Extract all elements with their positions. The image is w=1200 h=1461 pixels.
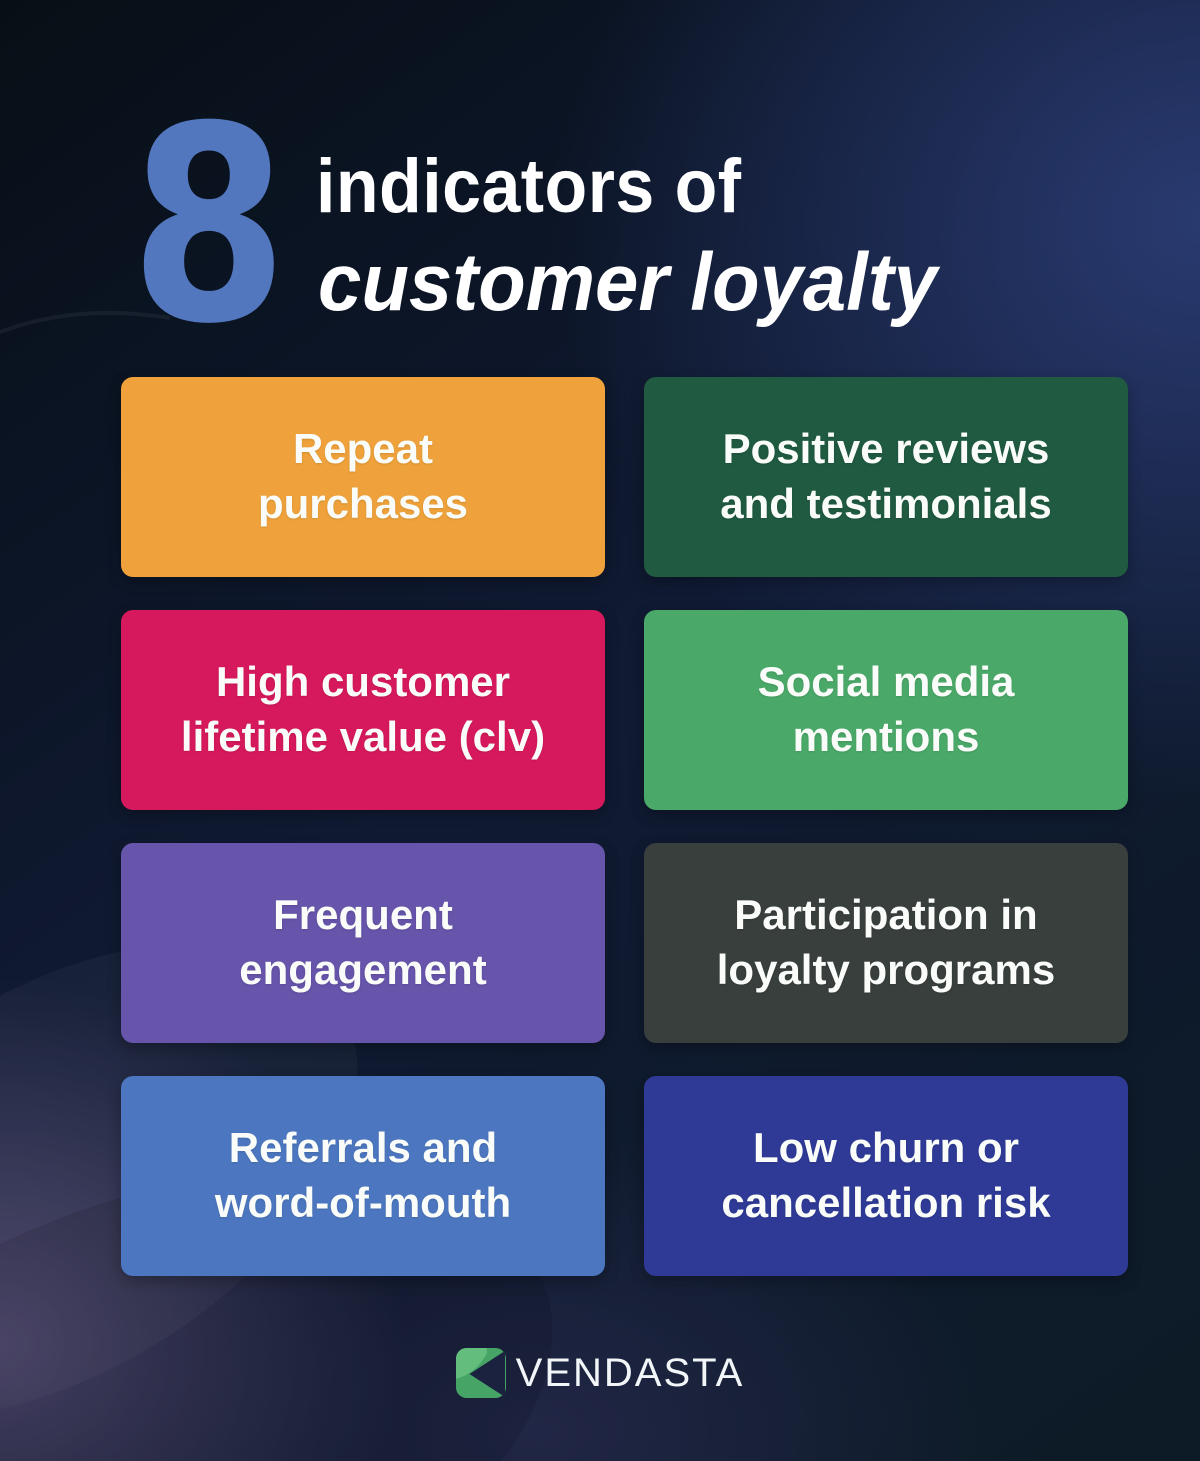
card-low-churn: Low churn or cancellation risk (644, 1076, 1128, 1276)
card-frequent-engagement: Frequent engagement (121, 843, 605, 1043)
indicator-cards-grid: Repeat purchases Positive reviews and te… (121, 377, 1128, 1276)
card-referrals-word-of-mouth: Referrals and word-of-mouth (121, 1076, 605, 1276)
card-social-media-mentions: Social media mentions (644, 610, 1128, 810)
page-title-line2: customer loyalty (318, 237, 938, 328)
card-label: Participation in loyalty programs (716, 891, 1056, 993)
card-label: Referrals and word-of-mouth (214, 1124, 512, 1226)
vendasta-logo: VENDASTA (0, 1348, 1200, 1398)
page-title-number: 8 (130, 68, 288, 383)
card-repeat-purchases: Repeat purchases (121, 377, 605, 577)
card-label: Frequent engagement (239, 891, 487, 993)
vendasta-logo-icon (455, 1348, 506, 1398)
card-loyalty-programs: Participation in loyalty programs (644, 843, 1128, 1043)
card-positive-reviews: Positive reviews and testimonials (644, 377, 1128, 577)
card-label: Repeat purchases (257, 425, 469, 527)
vendasta-wordmark: VENDASTA (515, 1351, 745, 1395)
card-label: Positive reviews and testimonials (720, 425, 1052, 527)
card-label: Social media mentions (757, 658, 1015, 760)
card-high-customer-lifetime-value: High customer lifetime value (clv) (121, 610, 605, 810)
card-label: Low churn or cancellation risk (721, 1124, 1051, 1226)
card-label: High customer lifetime value (clv) (180, 658, 546, 760)
page-title-line1: indicators of (316, 144, 742, 229)
